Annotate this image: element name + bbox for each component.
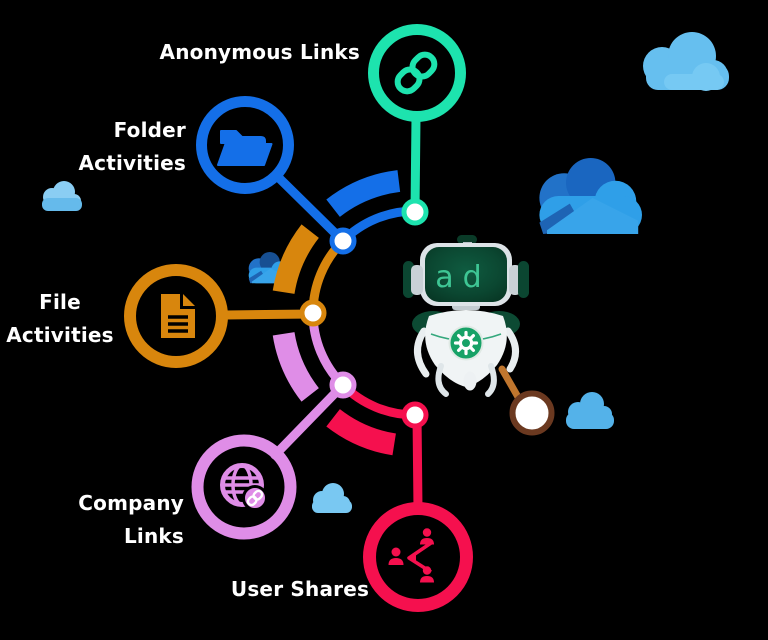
robot-mascot: ad [403,235,555,436]
category-file-activities [124,264,228,368]
folder-open-icon [217,130,273,166]
node-folder [329,227,357,255]
share-users-icon [388,528,434,583]
arc-folder-activities [272,224,320,295]
category-anonymous-links [368,24,466,122]
label-folder-activities: Folder Activities [78,118,186,175]
label-file-activities: File Activities [6,290,114,347]
connector-company [270,380,348,460]
connector-user [412,410,423,514]
label-user-shares: User Shares [230,577,370,601]
robot-right-arm [504,327,519,373]
category-company-links [191,434,297,540]
arc-user-shares [326,408,397,456]
cloud-magnifier-icon [566,392,614,429]
label-company-links: Company Links [78,491,184,548]
magnifying-glass-icon [498,365,555,436]
robot-face-screen [425,247,507,302]
link-icon [394,51,438,95]
robot-antenna [457,235,477,244]
category-folder-activities [196,96,294,194]
robot-screen-text: ad [435,260,490,295]
gear-icon [448,325,484,361]
category-user-shares [363,502,473,612]
connectors [221,113,423,514]
node-anonymous [401,198,429,226]
onedrive-logo-icon [539,158,642,234]
connector-anonymous [410,113,421,216]
cloud-company-icon [312,483,352,513]
file-document-icon [161,294,195,338]
arc-file-activities [272,331,320,402]
cloud-top-right-icon [643,32,729,91]
node-company [329,371,357,399]
label-anonymous-links: Anonymous Links [159,40,360,64]
globe-link-icon [220,463,268,511]
node-user [401,401,429,429]
cloud-left-icon [42,181,82,211]
node-file [299,299,327,327]
robot-left-arm [414,327,430,378]
arc-anonymous-links [326,170,401,218]
ring-nodes [299,198,429,429]
connector-file [221,309,318,320]
connector-folder [272,171,345,243]
